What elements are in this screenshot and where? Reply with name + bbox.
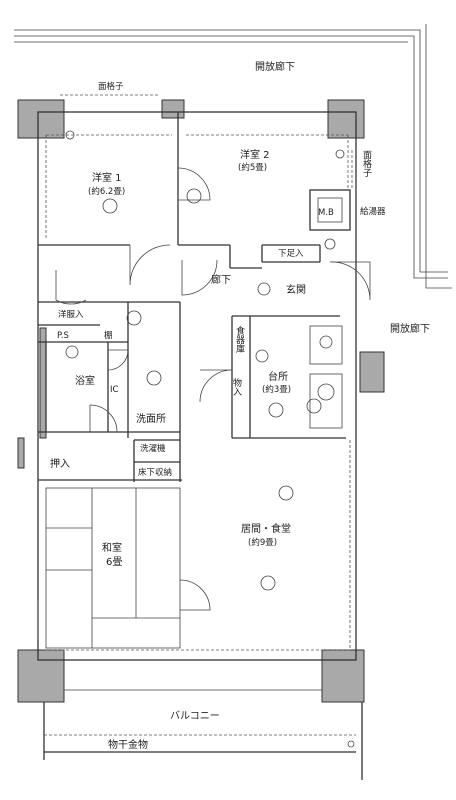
kitchen-counters (309, 325, 343, 429)
meter-box-label: M.B (318, 208, 334, 218)
door-swings (37, 167, 371, 640)
closet-japanese-label: 押入 (50, 457, 70, 470)
storage-label: 物入 (231, 377, 242, 396)
ic-label: IC (110, 385, 119, 395)
tatami-mats (45, 487, 181, 649)
entrance-label: 玄関 (286, 283, 306, 296)
kitchen-label: 台所 (268, 370, 288, 383)
outer-walls (17, 99, 385, 703)
room-western2-label: 洋室 2 (240, 148, 270, 161)
open-corridor-outline (14, 24, 452, 289)
pantry-label: 食器庫 (234, 325, 245, 354)
corridor-right-label: 開放廊下 (390, 322, 430, 335)
living-label: 居間・食堂 (241, 522, 291, 535)
hallway-label: 廊下 (211, 273, 231, 286)
room-western1-size: (約6.2畳) (88, 186, 125, 197)
corridor-top-label: 開放廊下 (255, 60, 295, 73)
washer-label: 洗濯機 (140, 443, 166, 454)
shoe-storage-label: 下足入 (278, 249, 304, 259)
bath-label: 浴室 (75, 374, 95, 387)
lattice-right-label: 面格子 (361, 150, 372, 177)
washroom-label: 洗面所 (136, 413, 166, 425)
kitchen-size: (約3畳) (262, 384, 291, 395)
shelf-label: 棚 (104, 330, 113, 341)
living-size: (約9畳) (248, 537, 277, 548)
balcony-outline (43, 689, 363, 780)
room-western2-size: (約5畳) (238, 162, 267, 173)
ps-label: P.S (57, 331, 69, 341)
walls (37, 111, 357, 661)
water-heater-label: 給湯器 (360, 206, 386, 217)
floor-storage-label: 床下収納 (138, 467, 172, 478)
clothes-rack-label: 物干金物 (108, 738, 148, 751)
room-western1-label: 洋室 1 (92, 171, 122, 184)
lattice-top-label: 面格子 (98, 81, 124, 92)
room-japanese-size: 6畳 (106, 556, 122, 568)
fixture-symbols (65, 130, 355, 748)
closet-western-label: 洋服入 (58, 309, 84, 320)
balcony-label: バルコニー (170, 710, 220, 722)
dashed-lines (45, 94, 353, 651)
room-japanese-label: 和室 (102, 541, 122, 554)
